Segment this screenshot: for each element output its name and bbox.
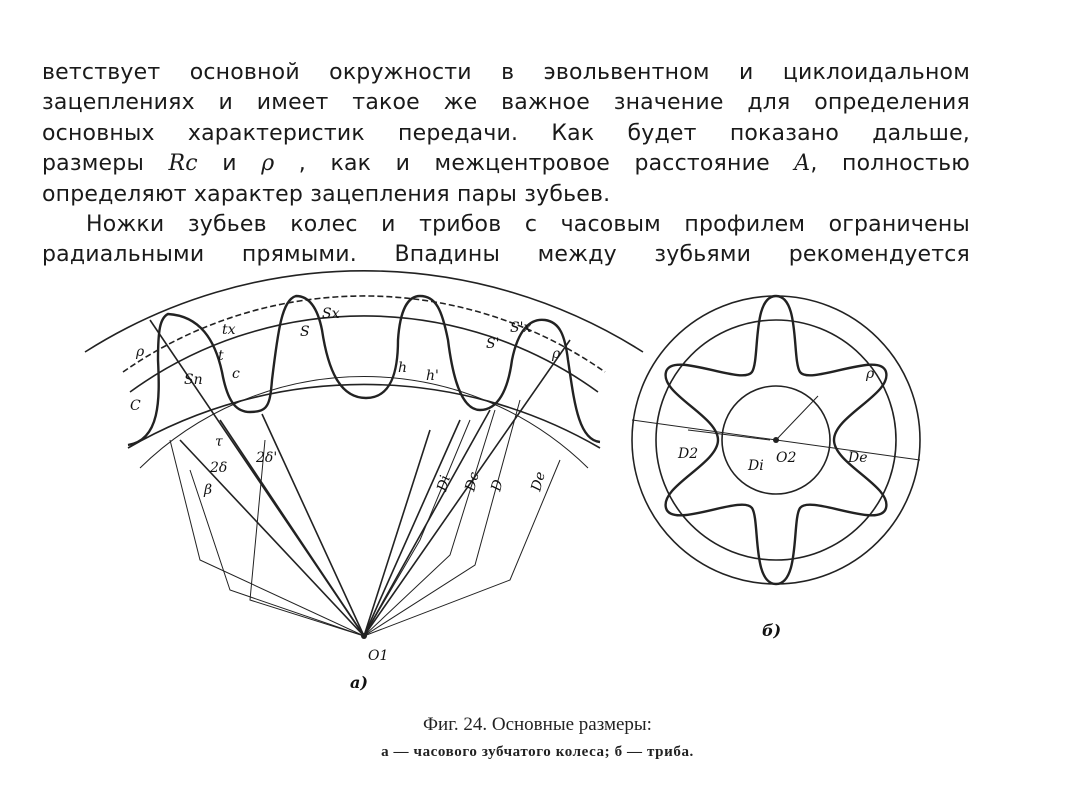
text-line-1: ветствует основной окружности в эвольвен… <box>42 60 970 85</box>
arc-outer-reference <box>84 270 644 353</box>
text-line-5: определяют характер зацепления пары зубь… <box>42 181 611 207</box>
figure-b-label: б) <box>762 621 781 640</box>
figure-caption-subtitle: а — часового зубчатого колеса; б — триба… <box>381 744 694 760</box>
text-line-2: зацеплениях и имеет такое же важное знач… <box>42 90 970 116</box>
text-line-7: радиальными прямыми. Впадины между зубья… <box>42 242 970 268</box>
radial-line-8 <box>363 339 571 637</box>
label-t: t <box>218 348 224 364</box>
body-text: ветствует основной окружности в эвольвен… <box>42 58 970 271</box>
label-o1: O1 <box>368 648 388 664</box>
label-beta: β <box>203 482 212 498</box>
math-rho: ρ <box>261 151 275 177</box>
label-di: Di <box>434 474 454 494</box>
text-line-3: основных характеристик передачи. Как буд… <box>42 120 970 146</box>
label-s: S <box>300 324 310 340</box>
figure-a-label: а) <box>350 673 368 692</box>
pinion-root-circle <box>721 385 831 495</box>
pinion-dim-d2 <box>687 429 771 441</box>
center-o2-dot <box>773 437 779 443</box>
radial-line-2 <box>179 439 365 637</box>
dim-di <box>363 419 471 637</box>
dim-2d <box>189 469 365 637</box>
radial-line-3 <box>219 419 365 637</box>
label-s-prime: S' <box>486 336 499 352</box>
pinion-leaves <box>664 294 888 586</box>
figure-a-wheel <box>84 270 644 637</box>
label-sx: Sx <box>322 306 340 322</box>
arc-addendum <box>127 383 601 449</box>
label-di-b: Di <box>747 458 764 474</box>
dim-beta <box>169 439 365 637</box>
label-o2: O2 <box>776 450 796 466</box>
radial-line-5 <box>363 429 431 637</box>
label-rho-left: ρ <box>135 344 145 360</box>
label-h: h <box>398 360 407 376</box>
label-de: De <box>528 470 549 494</box>
figure-caption-title: Фиг. 24. Основные размеры: <box>423 714 652 735</box>
dim-2d-prime <box>249 439 365 637</box>
label-tau: τ <box>215 434 223 450</box>
label-dc: Dc <box>462 470 483 494</box>
arc-pitch-circle <box>122 295 606 373</box>
label-h-prime: h' <box>426 368 439 384</box>
text-line-6: Ножки зубьев колес и трибов с часовым пр… <box>86 212 970 238</box>
math-a: A <box>794 151 811 177</box>
label-rho-b: ρ <box>865 366 875 382</box>
radial-line-4 <box>261 413 365 637</box>
label-2delta: 2δ <box>209 460 227 476</box>
center-o1-dot <box>361 633 367 639</box>
arc-root <box>139 376 589 469</box>
text-line-4: размеры Rc и ρ , как и межцентровое расс… <box>42 151 970 177</box>
label-de-b: De <box>847 450 868 466</box>
label-sn: Sn <box>184 372 203 388</box>
dim-d <box>363 399 521 637</box>
label-c: c <box>232 366 240 382</box>
math-rc: Rc <box>168 151 198 177</box>
label-rho-right: ρ <box>551 346 561 362</box>
label-tx: tx <box>222 322 236 338</box>
pinion-inner-circle <box>655 319 897 561</box>
label-d2: D2 <box>677 446 698 462</box>
label-sx-prime: S'x <box>510 320 531 336</box>
pinion-dim-di <box>775 395 819 441</box>
figure-a-labels: tx Sx S S'x S' ρ ρ Sn t c C τ 2δ 2δ' β h… <box>130 306 561 692</box>
tooth-profile <box>127 294 601 447</box>
dim-dc <box>363 409 496 637</box>
dim-de <box>363 459 561 637</box>
arc-circle-c <box>129 315 599 393</box>
figure-b-labels: D2 Di O2 De ρ б) <box>677 366 875 640</box>
label-d: D <box>488 478 507 494</box>
radial-line-6 <box>363 419 461 637</box>
label-c-left: C <box>130 398 141 414</box>
label-2delta-prime: 2δ' <box>255 450 277 466</box>
